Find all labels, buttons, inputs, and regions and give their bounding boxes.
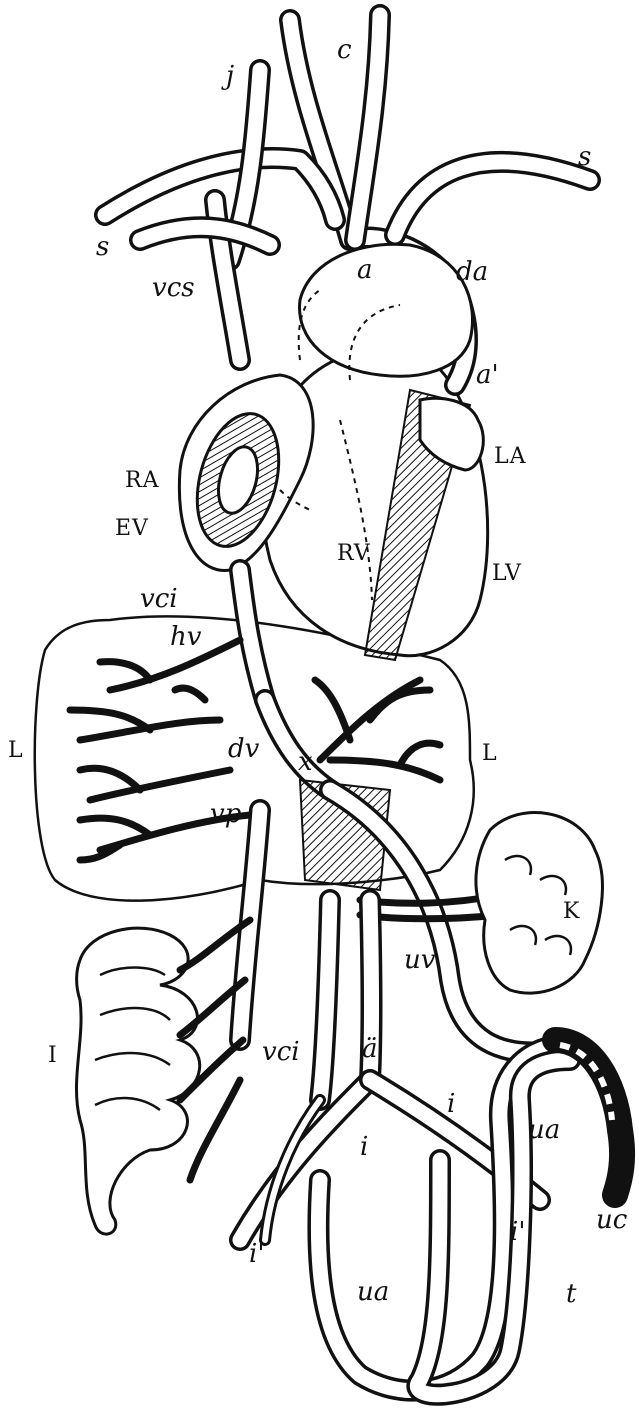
label-x: x <box>298 747 313 777</box>
label-i-prime-right: i' <box>510 1217 525 1247</box>
label-LA: LA <box>494 444 527 469</box>
aorta-bulb <box>300 244 473 376</box>
label-t: t <box>566 1279 577 1309</box>
label-hv: hv <box>170 622 202 652</box>
label-a-prime: a' <box>476 360 499 390</box>
label-LV: LV <box>492 561 522 586</box>
label-L-left: L <box>8 738 24 763</box>
label-c: c <box>337 35 352 65</box>
label-vci-upper: vci <box>140 584 178 614</box>
label-L-right: L <box>482 741 498 766</box>
label-ua-right: ua <box>528 1115 560 1145</box>
label-i-right: i <box>447 1089 455 1119</box>
label-s-right: s <box>578 142 591 172</box>
label-dv: dv <box>228 734 260 764</box>
label-vp: vp <box>210 799 242 829</box>
label-vcs: vcs <box>152 273 195 303</box>
label-i-left: i <box>360 1132 368 1162</box>
label-da: da <box>456 257 488 287</box>
label-a-double: ä <box>362 1034 378 1064</box>
hepatic-veins-right <box>315 680 440 780</box>
label-vci-lower: vci <box>262 1037 300 1067</box>
label-i-prime-left: i' <box>249 1239 264 1269</box>
label-K: K <box>563 899 580 924</box>
label-s-left: s <box>96 232 109 262</box>
label-ua-bottom: ua <box>357 1277 389 1307</box>
label-RA: RA <box>125 468 160 493</box>
intestine <box>76 928 199 1234</box>
label-a: a <box>357 255 373 285</box>
label-uv: uv <box>404 945 436 975</box>
label-uc: uc <box>596 1205 628 1235</box>
label-RV: RV <box>337 541 371 566</box>
kidney <box>476 813 602 994</box>
label-EV: EV <box>115 516 149 541</box>
label-I: I <box>48 1043 58 1068</box>
label-j: j <box>221 61 234 91</box>
